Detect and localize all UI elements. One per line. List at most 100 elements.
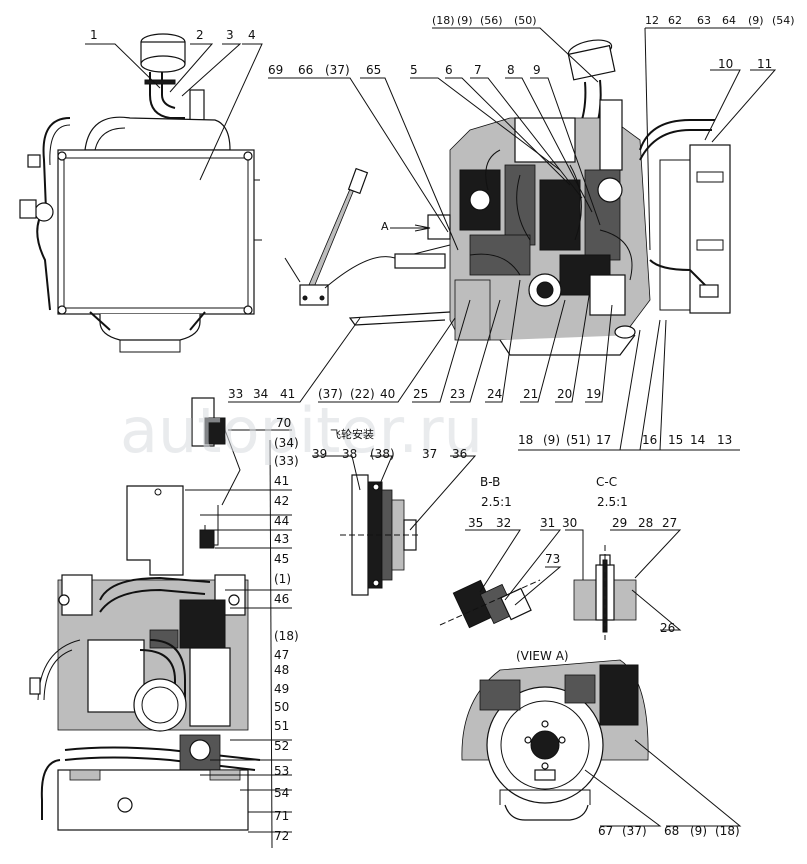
callout-label: 23 (450, 387, 465, 401)
view-a-marker: A (381, 220, 389, 233)
callout-label: 32 (496, 516, 511, 530)
callout-label: 44 (274, 514, 289, 528)
callout-label: 25 (413, 387, 428, 401)
callout-label: 37 (422, 447, 437, 461)
callout-label: 54 (274, 786, 289, 800)
callout-label: (18) (432, 14, 455, 27)
callout-label: 73 (545, 552, 560, 566)
watermark-text: autopiter.ru (120, 394, 483, 467)
callout-label: 29 (612, 516, 627, 530)
callout-label: (38) (370, 447, 395, 461)
callout-label: 35 (468, 516, 483, 530)
callout-label: 34 (253, 387, 268, 401)
callout-label: (50) (514, 14, 537, 27)
callout-label: 18 (518, 433, 533, 447)
callout-label: 47 (274, 648, 289, 662)
callout-label: 19 (586, 387, 601, 401)
callout-label: (37) (318, 387, 343, 401)
callout-label: (9) (690, 824, 707, 838)
callout-label: (34) (274, 436, 299, 450)
callout-label: 12 (645, 14, 659, 27)
callout-label: (1) (274, 572, 291, 586)
front-view-radiator (19, 33, 262, 353)
flywheel-note: 飞轮安装 (330, 427, 374, 441)
callout-label: 16 (642, 433, 657, 447)
callout-label: 26 (660, 621, 675, 635)
callout-label: (18) (274, 629, 299, 643)
section-bb (439, 579, 541, 629)
callout-label: 13 (717, 433, 732, 447)
callout-label: 45 (274, 552, 289, 566)
callout-label: 21 (523, 387, 538, 401)
callout-label: 27 (662, 516, 677, 530)
flywheel-section (340, 474, 420, 596)
callout-label: 5 (410, 63, 418, 77)
callout-label: 8 (507, 63, 515, 77)
callout-label: 41 (274, 474, 289, 488)
callout-label: 6 (445, 63, 453, 77)
callout-label: 11 (757, 57, 772, 71)
callout-label: (9) (543, 433, 560, 447)
callout-label: 64 (722, 14, 736, 27)
callout-label: 24 (487, 387, 502, 401)
callout-label: 15 (668, 433, 683, 447)
callout-label: 30 (562, 516, 577, 530)
callout-label: 66 (298, 63, 313, 77)
view-a-title: (VIEW A) (516, 649, 569, 663)
view-a (461, 659, 649, 821)
callout-label: 69 (268, 63, 283, 77)
callout-label: 50 (274, 700, 289, 714)
callout-label: 43 (274, 532, 289, 546)
callout-label: (9) (457, 14, 473, 27)
callout-label: 71 (274, 809, 289, 823)
callout-label: 62 (668, 14, 682, 27)
callout-label: (22) (350, 387, 375, 401)
callout-label: 7 (474, 63, 482, 77)
leader-lines (85, 27, 777, 849)
callout-label: 72 (274, 829, 289, 843)
callout-label: 51 (274, 719, 289, 733)
section-cc-title: C-C (596, 475, 617, 489)
callout-label: 36 (452, 447, 467, 461)
callout-label: 52 (274, 739, 289, 753)
callout-label: 2 (196, 28, 204, 42)
callout-label: (33) (274, 454, 299, 468)
callout-label: (37) (325, 63, 350, 77)
callout-label: 33 (228, 387, 243, 401)
callout-label: 38 (342, 447, 357, 461)
callout-label: 9 (533, 63, 541, 77)
callout-label: (18) (715, 824, 740, 838)
callout-label: 10 (718, 57, 733, 71)
callout-label: 48 (274, 663, 289, 677)
section-bb-scale: 2.5:1 (481, 495, 512, 509)
callout-label: 1 (90, 28, 98, 42)
callout-label: (37) (622, 824, 647, 838)
callout-label: (51) (566, 433, 591, 447)
callout-label: 63 (697, 14, 711, 27)
section-bb-title: B-B (480, 475, 500, 489)
callout-label: 53 (274, 764, 289, 778)
callout-label: 65 (366, 63, 381, 77)
callout-label: (9) (748, 14, 764, 27)
callout-label: 40 (380, 387, 395, 401)
callout-label: 41 (280, 387, 295, 401)
callout-label: 4 (248, 28, 256, 42)
section-cc (573, 545, 637, 640)
section-cc-scale: 2.5:1 (597, 495, 628, 509)
side-engine-view (29, 397, 261, 831)
callout-label: 67 (598, 824, 613, 838)
main-engine-view (348, 39, 731, 356)
callout-label: (56) (480, 14, 503, 27)
callout-label: 49 (274, 682, 289, 696)
throttle-lever (284, 167, 396, 306)
callout-label: 42 (274, 494, 289, 508)
callout-label: 14 (690, 433, 705, 447)
callout-label: 17 (596, 433, 611, 447)
callout-label: 20 (557, 387, 572, 401)
callout-label: 46 (274, 592, 289, 606)
callout-label: 28 (638, 516, 653, 530)
callout-label: 70 (276, 416, 291, 430)
